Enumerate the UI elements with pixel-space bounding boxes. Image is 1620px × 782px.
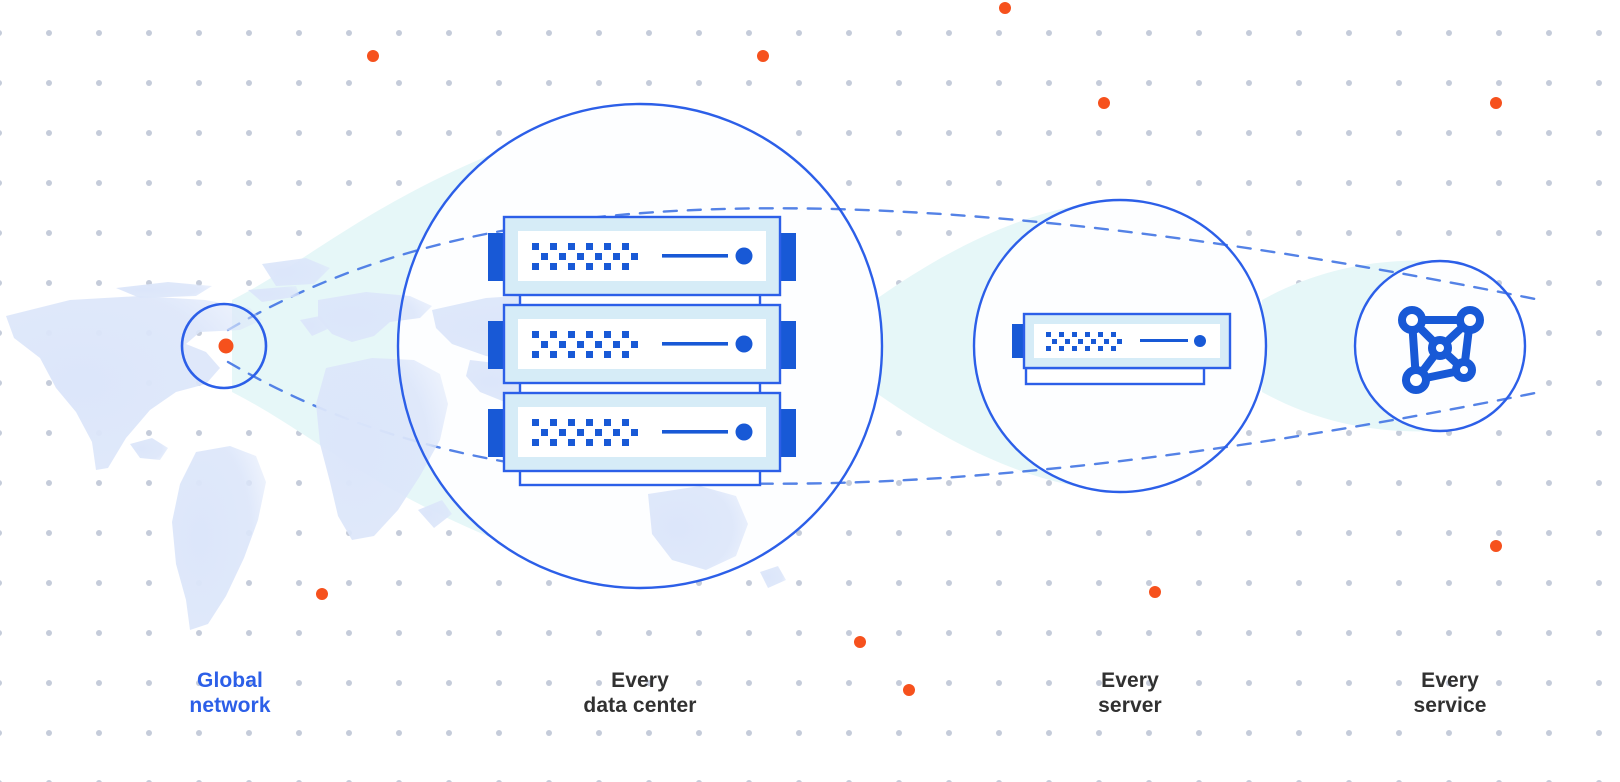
graph-node-bottom-left bbox=[1402, 366, 1430, 394]
label-every-data-center: Every data center bbox=[583, 669, 697, 717]
label-every-server: Every server bbox=[1098, 669, 1162, 717]
server-circle bbox=[972, 198, 1268, 494]
label-every-service: Every service bbox=[1413, 669, 1487, 717]
graph-node-top-right bbox=[1456, 306, 1484, 334]
data-center-circle bbox=[396, 102, 884, 590]
service-circle bbox=[1353, 259, 1527, 433]
map-location-marker bbox=[218, 338, 234, 354]
map-focus-circle bbox=[180, 302, 268, 390]
graph-node-bottom-right bbox=[1452, 358, 1476, 382]
graph-node-center bbox=[1428, 336, 1452, 360]
label-global-network: Global network bbox=[189, 669, 271, 717]
dashed-line-bottom bbox=[226, 360, 1542, 485]
graph-node-top-left bbox=[1398, 306, 1426, 334]
highlight-dot bbox=[316, 2, 1502, 696]
dashed-line-top bbox=[226, 207, 1542, 332]
